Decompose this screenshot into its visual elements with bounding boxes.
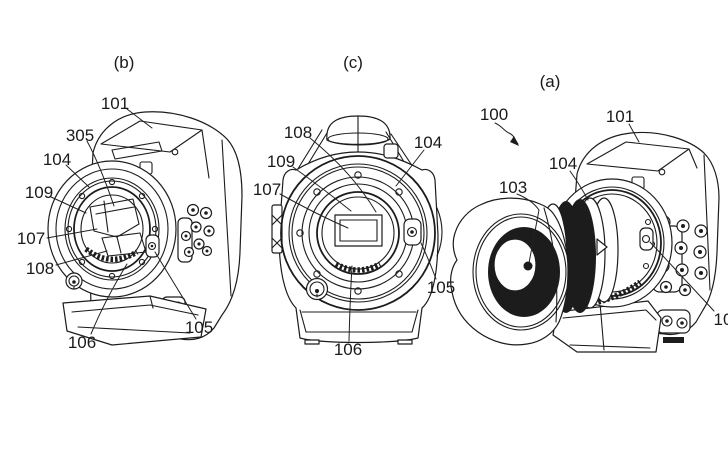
release-button-b xyxy=(66,273,82,289)
top-button-c xyxy=(384,144,398,158)
label-b-101: 101 xyxy=(101,94,129,113)
lens-hood-a xyxy=(451,198,569,345)
label-a-103: 103 xyxy=(499,178,527,197)
lock-lever-c xyxy=(404,219,421,245)
caption-view-c: (c) xyxy=(343,53,363,72)
label-b-105: 105 xyxy=(185,318,213,337)
label-b-305: 305 xyxy=(66,126,94,145)
label-a-104: 104 xyxy=(549,154,577,173)
label-c-109: 109 xyxy=(267,152,295,171)
caption-view-b: (b) xyxy=(114,53,135,72)
label-c-105: 105 xyxy=(427,278,455,297)
label-c-106: 106 xyxy=(334,340,362,359)
lock-lever-a xyxy=(640,228,653,250)
label-c-107: 107 xyxy=(253,180,281,199)
label-b-107: 107 xyxy=(17,229,45,248)
label-a-10x-partial: 10 xyxy=(714,310,728,329)
image-sensor-c xyxy=(335,215,382,246)
label-b-106: 106 xyxy=(68,333,96,352)
label-b-109: 109 xyxy=(25,183,53,202)
lens-mount-b xyxy=(48,161,176,297)
label-c-104: 104 xyxy=(414,133,442,152)
label-b-104: 104 xyxy=(43,150,71,169)
label-a-100: 100 xyxy=(480,105,508,124)
caption-view-a: (a) xyxy=(540,72,561,91)
label-b-108: 108 xyxy=(26,259,54,278)
arrowhead-100 xyxy=(510,136,519,146)
release-button-c xyxy=(307,279,328,300)
label-a-101: 101 xyxy=(606,107,634,126)
bottom-connector-a xyxy=(657,310,690,343)
view-a-drawing xyxy=(451,123,719,352)
lock-lever-b xyxy=(146,235,159,257)
leader-dot-103 xyxy=(524,262,533,271)
label-c-108: 108 xyxy=(284,123,312,142)
